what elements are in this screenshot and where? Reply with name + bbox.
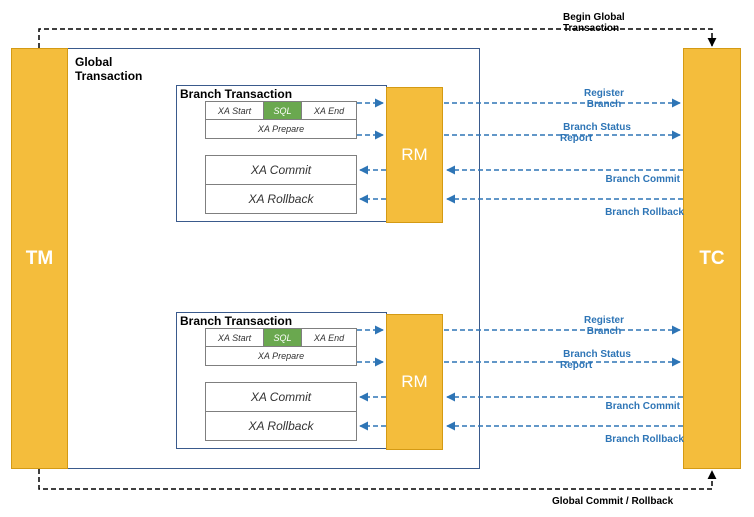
xa-rollback-cell: XA Rollback <box>205 184 357 214</box>
status-line-1: Branch Status <box>563 122 631 133</box>
xa-prepare-cell: XA Prepare <box>205 346 357 366</box>
rm-label: RM <box>401 145 428 164</box>
branch-rollback-label: Branch Rollback <box>605 434 684 445</box>
rm-box: RM <box>386 87 443 223</box>
branch-rollback-label: Branch Rollback <box>605 207 684 218</box>
global-commit-rollback-arrow <box>38 469 717 490</box>
status-line-2: Report <box>560 360 593 371</box>
global-title-line-2: Transaction <box>75 69 143 83</box>
begin-global-line-1: Begin Global <box>563 12 625 23</box>
tm-label: TM <box>25 247 54 269</box>
status-line-2: Report <box>560 133 593 144</box>
begin-global-line-2: Transaction <box>563 23 620 34</box>
xa-rollback-cell: XA Rollback <box>205 411 357 441</box>
register-branch-label: Register Branch <box>572 315 636 337</box>
tc-bar: TC <box>683 48 741 469</box>
status-line-1: Branch Status <box>563 349 631 360</box>
global-commit-rollback-label: Global Commit / Rollback <box>552 496 674 507</box>
xa-commit-cell: XA Commit <box>205 382 357 412</box>
tc-label: TC <box>699 247 725 269</box>
global-transaction-title: Global Transaction <box>75 55 142 83</box>
branch-status-report-label: Branch Status Report <box>555 122 639 144</box>
branch-transaction-title: Branch Transaction <box>180 87 293 101</box>
global-title-line-1: Global <box>75 55 113 69</box>
branch-transaction-title: Branch Transaction <box>180 314 293 328</box>
register-branch-label: Register Branch <box>572 88 636 110</box>
register-line-2: Branch <box>586 326 622 337</box>
tm-bar: TM <box>11 48 68 469</box>
xa-commit-cell: XA Commit <box>205 155 357 185</box>
branch-commit-label: Branch Commit <box>605 174 680 185</box>
register-line-2: Branch <box>586 99 622 110</box>
rm-label: RM <box>401 372 428 391</box>
register-line-1: Register <box>583 315 624 326</box>
xa-prepare-cell: XA Prepare <box>205 119 357 139</box>
begin-global-transaction-label: Begin Global Transaction <box>563 12 625 34</box>
register-line-1: Register <box>583 88 624 99</box>
branch-commit-label: Branch Commit <box>605 401 680 412</box>
branch-status-report-label: Branch Status Report <box>555 349 639 371</box>
begin-global-transaction-arrow <box>38 28 717 48</box>
rm-box: RM <box>386 314 443 450</box>
